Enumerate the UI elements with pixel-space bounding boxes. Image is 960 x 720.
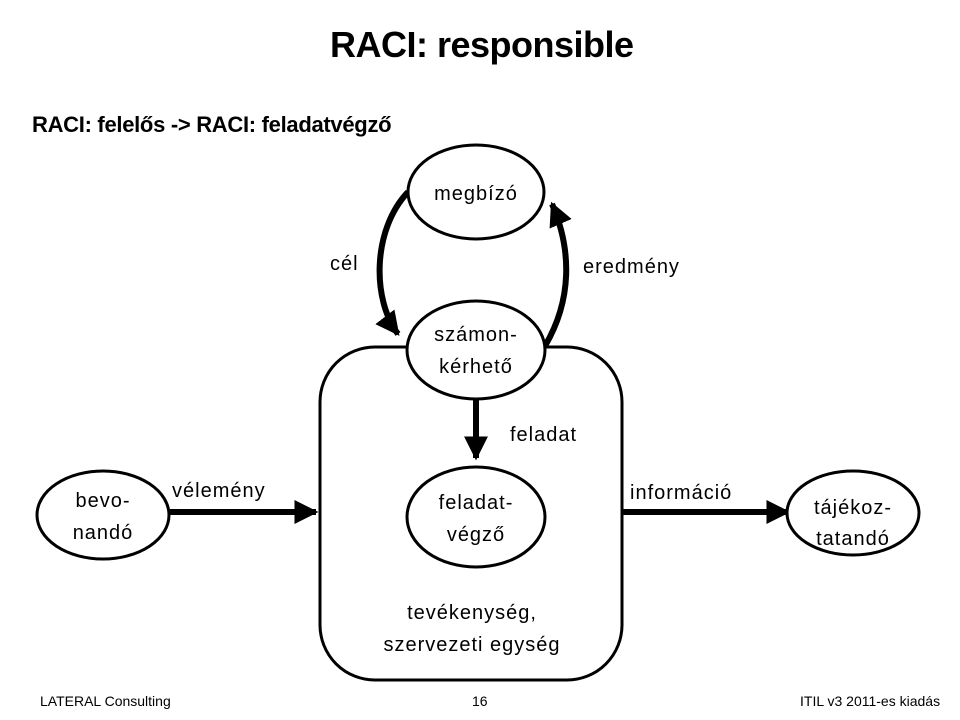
cel-arrow (375, 189, 411, 336)
container-label-line1: tevékenység, (407, 602, 537, 624)
eredmeny-label: eredmény (583, 256, 680, 278)
bevonando-node (35, 469, 171, 561)
page-subtitle: RACI: felelős -> RACI: feladatvégző (32, 112, 392, 137)
velemeny-label: vélemény (172, 480, 266, 502)
szamonkerheto-node (405, 299, 547, 401)
megbizo-label: megbízó (434, 183, 518, 205)
page-title: RACI: responsible (330, 24, 634, 65)
bevonando-label-line1: bevo- (75, 490, 130, 512)
bevonando-label-line2: nandó (73, 522, 134, 544)
footer-company: LATERAL Consulting (40, 693, 171, 709)
container-label-line2: szervezeti egység (383, 634, 560, 656)
tajekoztatando-node (785, 469, 921, 557)
informacio-label: információ (630, 482, 732, 504)
feladat-label: feladat (510, 424, 577, 446)
cel-label: cél (330, 253, 359, 275)
feladatvegzo-label-line2: végző (447, 524, 505, 546)
feladatvegzo-label-line1: feladat- (439, 492, 514, 514)
szamonkerheto-label-line1: számon- (434, 324, 518, 346)
megbizo-node (406, 143, 546, 241)
footer-edition: ITIL v3 2011-es kiadás (800, 693, 941, 709)
tajekoztatando-label-line2: tatandó (816, 528, 890, 550)
szamonkerheto-label-line2: kérhető (439, 356, 513, 378)
eredmeny-arrow (542, 201, 572, 348)
footer-page-number: 16 (472, 693, 488, 709)
tajekoztatando-label-line1: tájékoz- (814, 497, 892, 519)
feladatvegzo-node (405, 465, 547, 569)
